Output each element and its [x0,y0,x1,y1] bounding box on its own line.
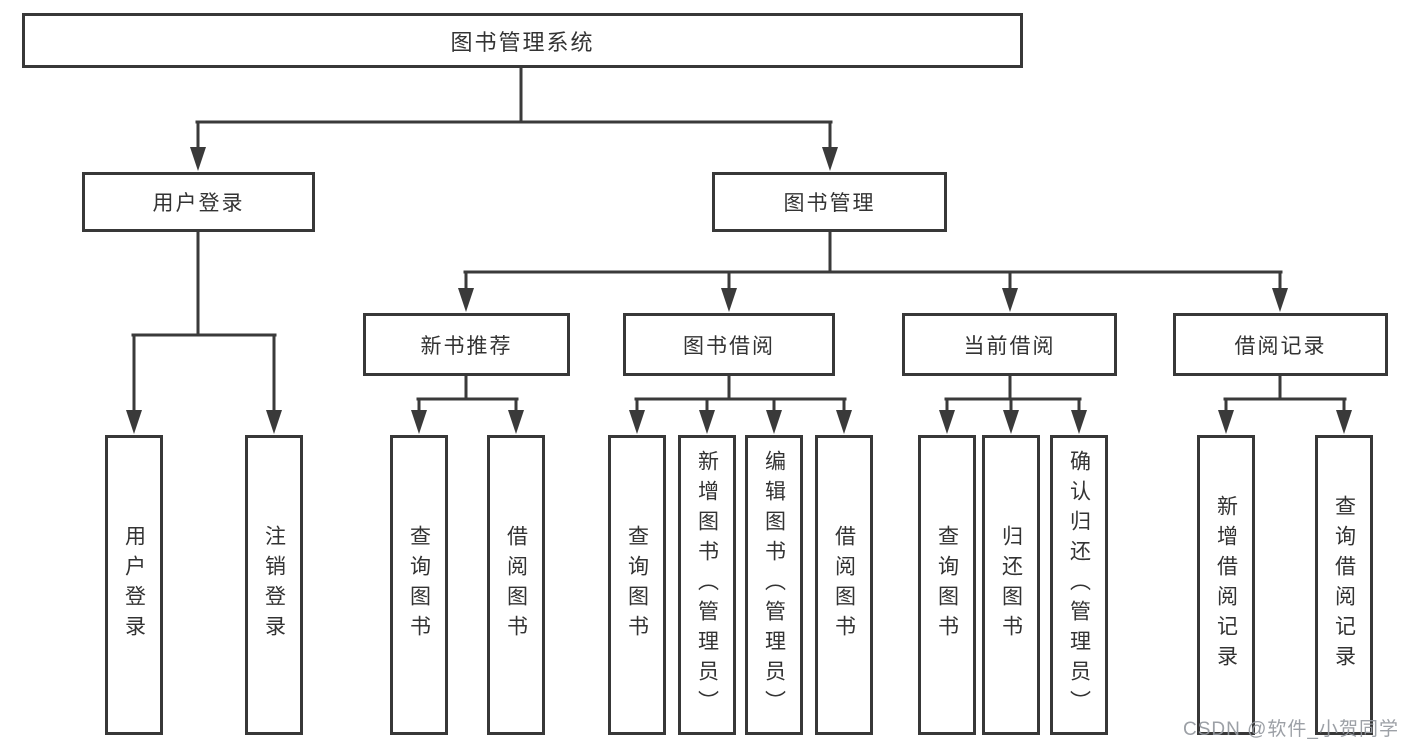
node-new-book-recommendation: 新书推荐 [363,313,570,376]
leaf-return-books: 归还图书 [982,435,1040,735]
node-label: 图书管理 [783,192,876,215]
node-label: 查询借阅记录 [1332,495,1356,675]
node-label: 图书管理系统 [450,29,595,55]
node-label: 确认归还（管理员） [1067,450,1091,720]
leaf-query-books-current: 查询图书 [918,435,976,735]
node-label: 注销登录 [262,525,286,645]
node-label: 用户登录 [122,525,146,645]
node-label: 借阅图书 [504,525,528,645]
node-book-management-branch: 图书管理 [712,172,947,232]
arrowheads [126,147,1352,434]
leaf-add-books-admin: 新增图书（管理员） [678,435,736,735]
node-label: 查询图书 [407,525,431,645]
node-label: 新增借阅记录 [1214,495,1238,675]
node-label: 新书推荐 [420,334,513,358]
leaf-edit-books-admin: 编辑图书（管理员） [745,435,803,735]
leaf-confirm-return-admin: 确认归还（管理员） [1050,435,1108,735]
node-borrowing-records: 借阅记录 [1173,313,1388,376]
node-label: 借阅记录 [1234,334,1327,358]
node-label: 查询图书 [625,525,649,645]
node-label: 新增图书（管理员） [695,450,719,720]
node-label: 编辑图书（管理员） [762,450,786,720]
node-library-management-system: 图书管理系统 [22,13,1023,68]
node-user-login-branch: 用户登录 [82,172,315,232]
leaf-query-books-borrowing: 查询图书 [608,435,666,735]
node-current-borrowing: 当前借阅 [902,313,1117,376]
node-label: 用户登录 [152,192,245,215]
leaf-logout: 注销登录 [245,435,303,735]
node-label: 图书借阅 [683,334,775,358]
node-label: 归还图书 [999,525,1023,645]
node-label: 借阅图书 [832,525,856,645]
leaf-borrow-books: 借阅图书 [815,435,873,735]
node-book-borrowing: 图书借阅 [623,313,835,376]
leaf-add-borrow-record: 新增借阅记录 [1197,435,1255,735]
leaf-query-borrow-record: 查询借阅记录 [1315,435,1373,735]
node-label: 查询图书 [935,525,959,645]
leaf-user-login: 用户登录 [105,435,163,735]
node-label: 当前借阅 [963,334,1056,358]
leaf-query-books-recommend: 查询图书 [390,435,448,735]
leaf-borrow-books-recommend: 借阅图书 [487,435,545,735]
csdn-watermark: CSDN @软件_小贺同学 [1183,719,1399,740]
